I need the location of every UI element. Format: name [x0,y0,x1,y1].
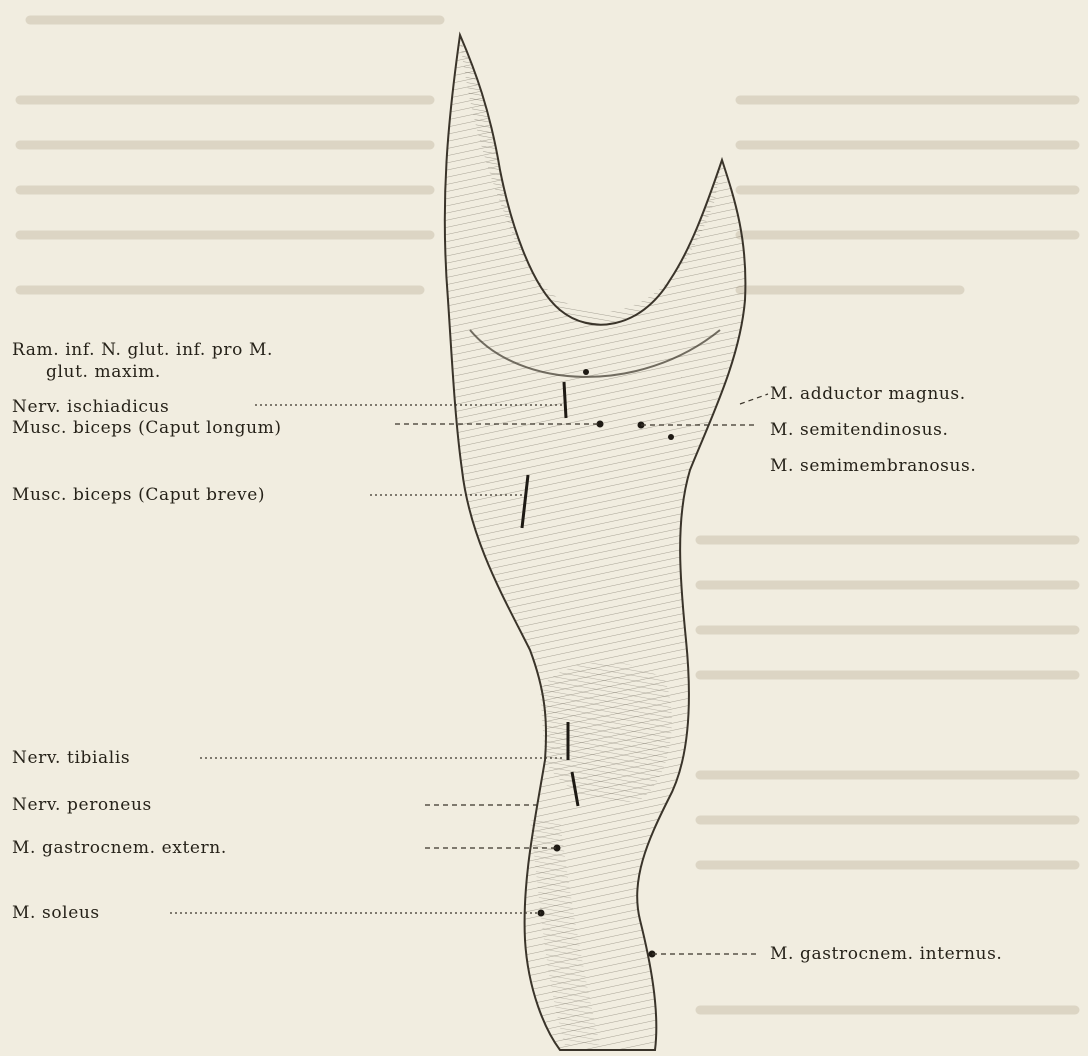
label-nerv-tibialis: Nerv. tibialis [12,748,130,768]
label-nerv-peroneus: Nerv. peroneus [12,795,152,815]
label-soleus: M. soleus [12,903,100,923]
label-gastrocnem-internus: M. gastrocnem. internus. [770,944,1002,964]
label-biceps-caput-longum: Musc. biceps (Caput longum) [12,418,282,438]
label-nerv-ischiadicus: Nerv. ischiadicus [12,397,169,417]
label-gastrocnem-extern: M. gastrocnem. extern. [12,838,227,858]
motor-point [583,369,589,375]
label-ram-inf-n-glut: Ram. inf. N. glut. inf. pro M. [12,340,273,360]
motor-point [668,434,674,440]
label-semitendinosus: M. semitendinosus. [770,420,949,440]
label-adductor-magnus: M. adductor magnus. [770,384,966,404]
label-biceps-caput-breve: Musc. biceps (Caput breve) [12,485,265,505]
label-semimembranosus: M. semimembranosus. [770,456,976,476]
incision-line [564,382,566,418]
label-glut-maxim: glut. maxim. [46,362,161,382]
